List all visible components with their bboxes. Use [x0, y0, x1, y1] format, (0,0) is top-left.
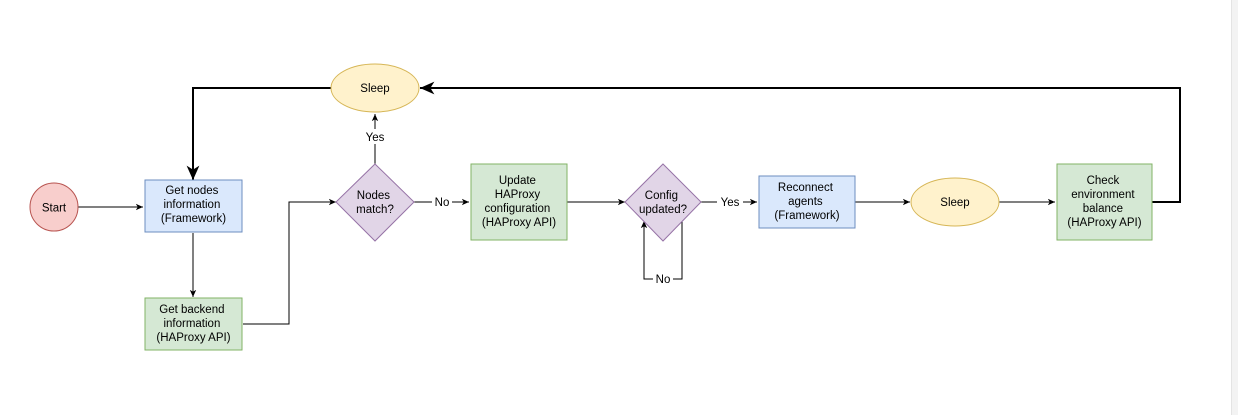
update-haproxy-label-2: HAProxy [495, 189, 541, 201]
edge-label-no-loop: No [656, 274, 671, 286]
edge-label-bg-no-loop [653, 272, 673, 286]
get-backend-label-3: (HAProxy API) [156, 332, 230, 344]
check-balance-label-1: Check [1087, 175, 1120, 187]
sleep-mid-node[interactable] [910, 177, 1000, 227]
svg-text:Get nodes information: Get nodes information (Framework) [161, 185, 226, 225]
get-nodes-node[interactable] [144, 179, 243, 233]
reconnect-label-2: agents [788, 196, 823, 208]
config-updated-label-1: Config [645, 190, 678, 202]
svg-text:Get backend information: Get backend information (HAProxy API) [156, 304, 230, 344]
svg-text:Config updated?: Config updated? [639, 190, 687, 216]
svg-text:Update HAProxy con: Update HAProxy configuration (HAProxy AP… [482, 175, 556, 229]
start-node[interactable] [29, 182, 79, 232]
edge-get-backend-to-nodes-match [243, 198, 336, 325]
check-balance-label-3: balance [1083, 203, 1123, 215]
reconnect-label-3: (Framework) [774, 210, 839, 222]
edge-label-no-right: No [435, 197, 450, 209]
svg-text:Start: Start [42, 203, 67, 215]
update-haproxy-label-3: configuration [484, 203, 550, 215]
sleep-top-label: Sleep [360, 83, 389, 95]
update-haproxy-label-1: Update [499, 175, 536, 187]
edge-label-bg-no-right [432, 195, 452, 209]
update-haproxy-node[interactable] [470, 163, 568, 241]
nodes-match-label-2: match? [356, 204, 394, 216]
svg-text:Nodes match?: Nodes match? [356, 190, 394, 216]
get-backend-label-1: Get backend [159, 304, 224, 316]
sleep-top-node[interactable] [330, 63, 420, 113]
page-edge-scrollbar [1231, 0, 1238, 415]
nodes-match-decision[interactable] [335, 163, 415, 242]
check-balance-node[interactable] [1056, 163, 1153, 241]
edge-label-bg-yes-right [717, 195, 743, 209]
check-balance-label-4: (HAProxy API) [1067, 217, 1141, 229]
svg-text:Sleep: Sleep [940, 197, 969, 209]
reconnect-agents-node[interactable] [758, 175, 856, 229]
start-node-label: Start [42, 203, 67, 215]
sleep-mid-label: Sleep [940, 197, 969, 209]
get-nodes-label-1: Get nodes [165, 185, 218, 197]
config-updated-decision[interactable] [624, 163, 702, 242]
nodes-match-label-1: Nodes [357, 190, 390, 202]
update-haproxy-label-4: (HAProxy API) [482, 217, 556, 229]
edge-label-yes-right: Yes [721, 197, 740, 209]
svg-text:Check environment: Check environment balance (HAProxy API) [1067, 175, 1141, 229]
svg-text:Reconnect agents (: Reconnect agents (Framework) [774, 182, 839, 222]
reconnect-label-1: Reconnect [778, 182, 834, 194]
get-backend-label-2: information [163, 318, 220, 330]
get-nodes-label-2: information [163, 199, 220, 211]
svg-text:Sleep: Sleep [360, 83, 389, 95]
edge-label-bg-yes-up [362, 129, 388, 144]
get-nodes-label-3: (Framework) [161, 213, 226, 225]
get-backend-node[interactable] [144, 297, 243, 351]
edge-label-yes-up: Yes [366, 132, 385, 144]
edge-check-balance-to-sleep-top [420, 81, 1181, 203]
check-balance-label-2: environment [1071, 189, 1135, 201]
edge-sleep-top-to-get-nodes [186, 87, 331, 180]
config-updated-label-2: updated? [639, 204, 687, 216]
